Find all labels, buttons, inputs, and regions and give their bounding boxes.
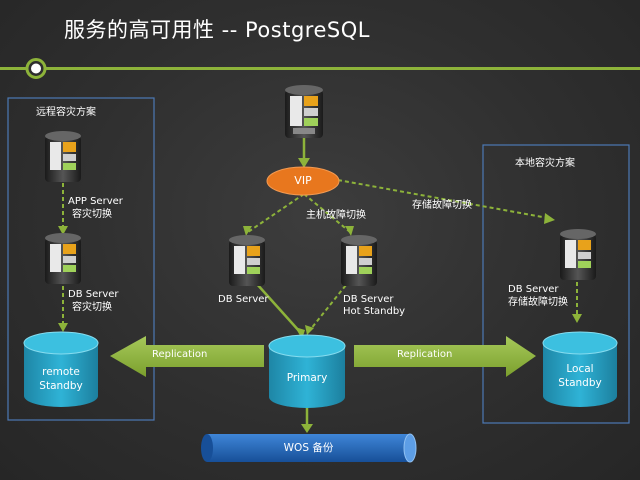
local-dr-panel bbox=[482, 144, 630, 424]
local-standby-line-2: Standby bbox=[558, 377, 602, 389]
remote-standby-line-2: Standby bbox=[39, 380, 83, 392]
primary-cylinder bbox=[268, 334, 346, 408]
remote-standby-label: remote Standby bbox=[24, 365, 98, 393]
local-db-failover-label: 存储故障切换 bbox=[508, 297, 568, 308]
dashed-arrowheads bbox=[58, 213, 582, 335]
primary-label: Primary bbox=[286, 372, 328, 384]
db-server-icon bbox=[229, 235, 265, 286]
server-icon-top bbox=[285, 85, 323, 138]
local-db-server-icon bbox=[560, 229, 596, 280]
local-db-server-label: DB Server bbox=[508, 284, 559, 295]
vip-label: VIP bbox=[294, 174, 312, 187]
host-failover-label: 主机故障切换 bbox=[306, 210, 366, 221]
app-server-failover-label: 容灾切换 bbox=[72, 209, 112, 220]
hot-standby-label-2: Hot Standby bbox=[343, 306, 406, 317]
local-standby-line-1: Local bbox=[566, 363, 594, 375]
remote-dr-panel bbox=[7, 97, 155, 421]
dashed-connectors bbox=[62, 179, 578, 331]
title-divider bbox=[0, 58, 640, 79]
wos-backup-tube bbox=[201, 433, 417, 463]
local-standby-cylinder bbox=[542, 331, 618, 407]
vip-node bbox=[266, 166, 340, 196]
app-server-icon bbox=[45, 131, 81, 182]
remote-db-server-label: DB Server bbox=[68, 289, 119, 300]
replication-left-label: Replication bbox=[152, 349, 208, 360]
remote-standby-line-1: remote bbox=[42, 366, 80, 378]
remote-standby-cylinder bbox=[23, 331, 99, 407]
local-dr-heading: 本地容灾方案 bbox=[515, 158, 575, 169]
remote-db-failover-label: 容灾切换 bbox=[72, 302, 112, 313]
remote-dr-heading: 远程容灾方案 bbox=[36, 107, 96, 118]
remote-db-server-icon bbox=[45, 233, 81, 284]
hot-standby-label-1: DB Server bbox=[343, 294, 394, 305]
app-server-label: APP Server bbox=[68, 196, 123, 207]
replication-right-arrow bbox=[354, 336, 536, 377]
wos-backup-label: WOS 备份 bbox=[283, 442, 334, 454]
replication-left-arrow bbox=[110, 336, 264, 377]
page-title: 服务的高可用性 -- PostgreSQL bbox=[64, 18, 370, 42]
storage-failover-label: 存储故障切换 bbox=[412, 200, 472, 211]
replication-right-label: Replication bbox=[397, 349, 453, 360]
local-standby-label: Local Standby bbox=[543, 362, 617, 390]
hot-standby-server-icon bbox=[341, 235, 377, 286]
db-server-label: DB Server bbox=[218, 294, 269, 305]
